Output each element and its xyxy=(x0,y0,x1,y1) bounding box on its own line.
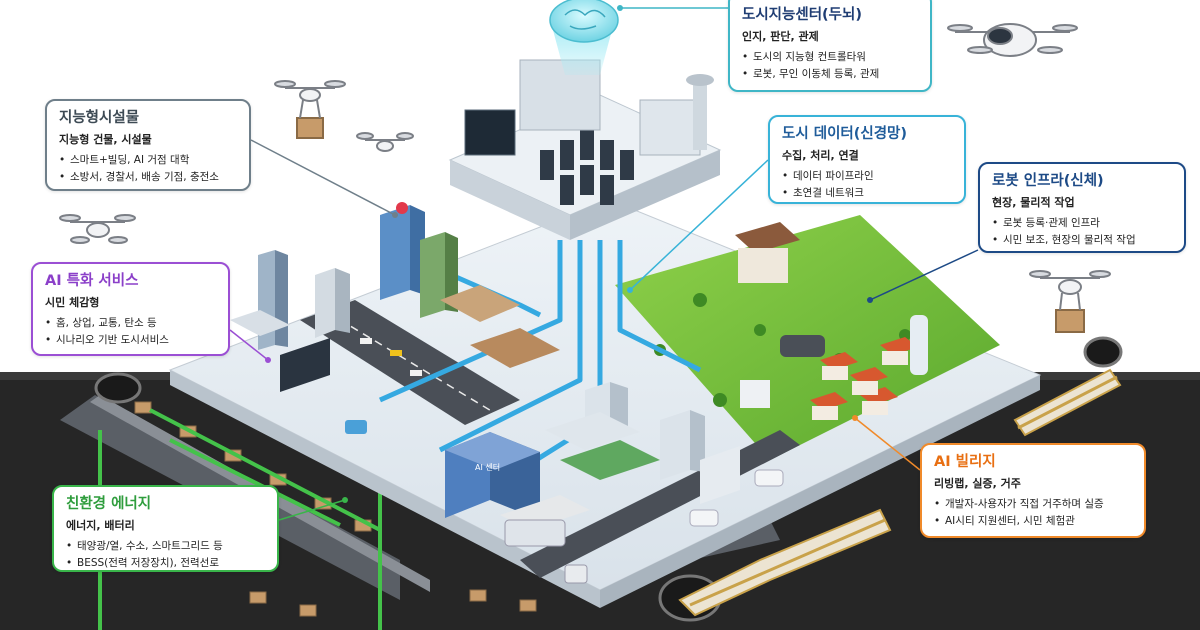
drone-center xyxy=(356,132,414,152)
callout-item: 소방서, 경찰서, 배송 기점, 충전소 xyxy=(59,169,237,186)
center-buildings: AI 센터 xyxy=(445,382,740,530)
callout-item: 개발자-사용자가 직접 거주하며 실증 xyxy=(934,496,1132,513)
callout-title: 친환경 에너지 xyxy=(66,496,152,512)
callout-list: 로봇 등록·관제 인프라 시민 보조, 현장의 물리적 작업 xyxy=(992,215,1172,249)
callout-subtitle: 시민 체감형 xyxy=(45,296,100,309)
callout-title: 도시지능센터(두뇌) xyxy=(742,7,862,23)
drone-with-package xyxy=(274,80,346,139)
brain-center-callout: 도시지능센터(두뇌) 인지, 판단, 관제 도시의 지능형 컨트롤타워 로봇, … xyxy=(728,0,932,92)
brain-center-building xyxy=(448,0,722,240)
ai-center-label: AI 센터 xyxy=(475,462,500,472)
callout-list: 개발자-사용자가 직접 거주하며 실증 AI시티 지원센터, 시민 체험관 xyxy=(934,496,1132,530)
ai-village-houses xyxy=(735,222,928,420)
callout-item: 로봇, 무인 이동체 등록, 관제 xyxy=(742,66,918,83)
smart-buildings-left xyxy=(230,202,560,392)
ai-service-callout: AI 특화 서비스 시민 체감형 홈, 상업, 교통, 탄소 등 시나리오 기반… xyxy=(31,262,230,356)
callout-item: 로봇 등록·관제 인프라 xyxy=(992,215,1172,232)
callout-subtitle: 현장, 물리적 작업 xyxy=(992,196,1075,209)
callout-list: 도시의 지능형 컨트롤타워 로봇, 무인 이동체 등록, 관제 xyxy=(742,49,918,83)
callout-list: 데이터 파이프라인 초연결 네트워크 xyxy=(782,168,952,202)
callout-item: AI시티 지원센터, 시민 체험관 xyxy=(934,513,1132,530)
robot-infra-callout: 로봇 인프라(신체) 현장, 물리적 작업 로봇 등록·관제 인프라 시민 보조… xyxy=(978,162,1186,253)
ai-village-callout: AI 빌리지 리빙랩, 실증, 거주 개발자-사용자가 직접 거주하며 실증 A… xyxy=(920,443,1146,538)
callout-title: 로봇 인프라(신체) xyxy=(992,173,1104,189)
callout-item: 초연결 네트워크 xyxy=(782,185,952,202)
callout-item: 스마트+빌딩, AI 거점 대학 xyxy=(59,152,237,169)
callout-subtitle: 인지, 판단, 관제 xyxy=(742,30,819,43)
callout-item: 시나리오 기반 도시서비스 xyxy=(45,332,216,349)
callout-subtitle: 에너지, 배터리 xyxy=(66,519,135,532)
callout-subtitle: 수집, 처리, 연결 xyxy=(782,149,859,162)
callout-item: 도시의 지능형 컨트롤타워 xyxy=(742,49,918,66)
vehicles xyxy=(345,335,825,584)
train-right xyxy=(1013,368,1122,437)
callout-title: 도시 데이터(신경망) xyxy=(782,126,908,142)
callout-list: 홈, 상업, 교통, 탄소 등 시나리오 기반 도시서비스 xyxy=(45,315,216,349)
callout-title: 지능형시설물 xyxy=(59,110,140,126)
smart-facility-callout: 지능형시설물 지능형 건물, 시설물 스마트+빌딩, AI 거점 대학 소방서,… xyxy=(45,99,251,191)
green-energy-callout: 친환경 에너지 에너지, 배터리 태양광/열, 수소, 스마트그리드 등 BES… xyxy=(52,485,279,572)
callout-subtitle: 지능형 건물, 시설물 xyxy=(59,133,152,146)
callout-item: 홈, 상업, 교통, 탄소 등 xyxy=(45,315,216,332)
callout-item: 태양광/열, 수소, 스마트그리드 등 xyxy=(66,538,265,555)
drone-left xyxy=(59,214,136,244)
drone-right-package xyxy=(1029,270,1111,333)
callout-item: BESS(전력 저장장치), 전력선로 xyxy=(66,555,265,572)
train-lower xyxy=(678,508,892,617)
city-data-callout: 도시 데이터(신경망) 수집, 처리, 연결 데이터 파이프라인 초연결 네트워… xyxy=(768,115,966,204)
callout-connectors xyxy=(229,5,979,521)
callout-subtitle: 리빙랩, 실증, 거주 xyxy=(934,477,1021,490)
callout-title: AI 특화 서비스 xyxy=(45,273,139,289)
callout-title: AI 빌리지 xyxy=(934,454,996,470)
callout-item: 데이터 파이프라인 xyxy=(782,168,952,185)
callout-list: 태양광/열, 수소, 스마트그리드 등 BESS(전력 저장장치), 전력선로 xyxy=(66,538,265,572)
callout-item: 시민 보조, 현장의 물리적 작업 xyxy=(992,232,1172,249)
callout-list: 스마트+빌딩, AI 거점 대학 소방서, 경찰서, 배송 기점, 충전소 xyxy=(59,152,237,186)
air-taxi xyxy=(947,23,1078,57)
